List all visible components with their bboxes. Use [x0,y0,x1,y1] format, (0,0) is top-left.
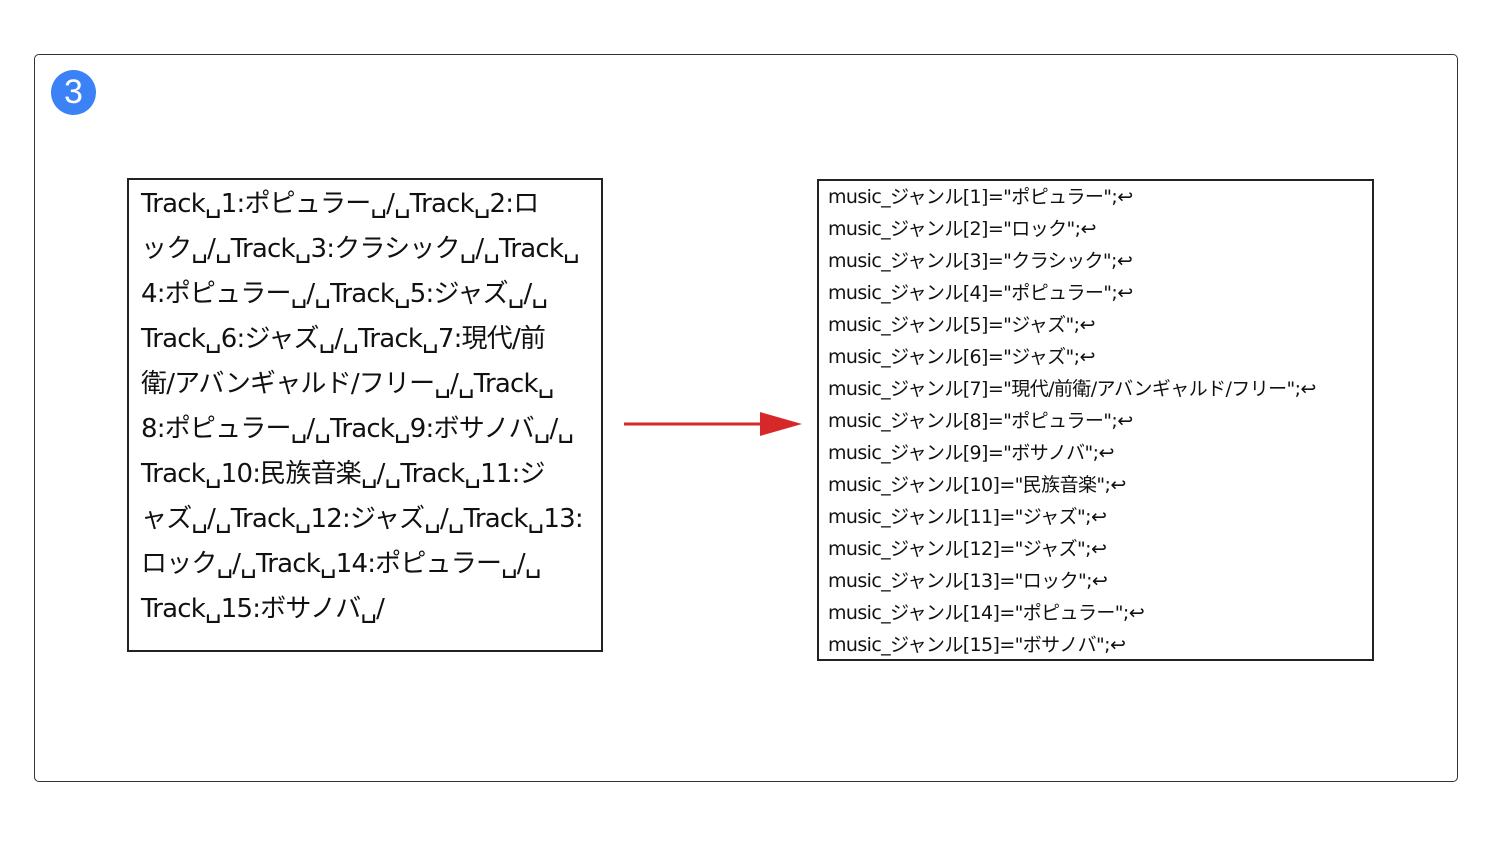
right-arrow-icon [624,412,802,436]
result-text-box: music_ジャンル[1]="ポピュラー";↩ music_ジャンル[2]="ロ… [817,179,1374,661]
result-text-line: music_ジャンル[10]="民族音楽";↩ [828,474,1126,496]
source-text-line: Track␣6:ジャズ␣/␣Track␣7:現代/前 [141,324,546,354]
result-text-line: music_ジャンル[15]="ボサノバ";↩ [828,634,1126,656]
arrow-head [760,412,802,436]
source-text-line: ック␣/␣Track␣3:クラシック␣/␣Track␣ [141,234,580,264]
result-text-line: music_ジャンル[4]="ポピュラー";↩ [828,282,1133,304]
result-text-line: music_ジャンル[13]="ロック";↩ [828,570,1108,592]
result-text-line: music_ジャンル[12]="ジャズ";↩ [828,538,1107,560]
diagram-frame [34,54,1458,782]
source-text-line: 8:ポピュラー␣/␣Track␣9:ボサノバ␣/␣ [141,414,574,444]
result-text-line: music_ジャンル[14]="ポピュラー";↩ [828,602,1145,624]
source-text-line: Track␣10:民族音楽␣/␣Track␣11:ジ [141,459,546,489]
result-text-line: music_ジャンル[1]="ポピュラー";↩ [828,186,1133,208]
result-text-line: music_ジャンル[8]="ポピュラー";↩ [828,410,1133,432]
source-text-line: Track␣1:ポピュラー␣/␣Track␣2:ロ [141,189,539,219]
source-text-line: 衛/アバンギャルド/フリー␣/␣Track␣ [141,369,554,399]
source-text-line: ャズ␣/␣Track␣12:ジャズ␣/␣Track␣13: [141,504,584,534]
result-text-line: music_ジャンル[11]="ジャズ";↩ [828,506,1107,528]
result-text-line: music_ジャンル[2]="ロック";↩ [828,218,1096,240]
source-text-box: Track␣1:ポピュラー␣/␣Track␣2:ロ ック␣/␣Track␣3:ク… [127,178,603,652]
source-text-line: ロック␣/␣Track␣14:ポピュラー␣/␣ [141,549,541,579]
source-text-line: 4:ポピュラー␣/␣Track␣5:ジャズ␣/␣ [141,279,548,309]
result-text-line: music_ジャンル[3]="クラシック";↩ [828,250,1133,272]
result-text-line: music_ジャンル[5]="ジャズ";↩ [828,314,1095,336]
result-text-line: music_ジャンル[6]="ジャズ";↩ [828,346,1095,368]
source-text-line: Track␣15:ボサノバ␣/ [141,594,385,624]
result-text-line: music_ジャンル[9]="ボサノバ";↩ [828,442,1114,464]
step-number-badge: 3 [51,70,96,115]
result-text-line: music_ジャンル[7]="現代/前衛/アバンギャルド/フリー";↩ [828,378,1316,400]
